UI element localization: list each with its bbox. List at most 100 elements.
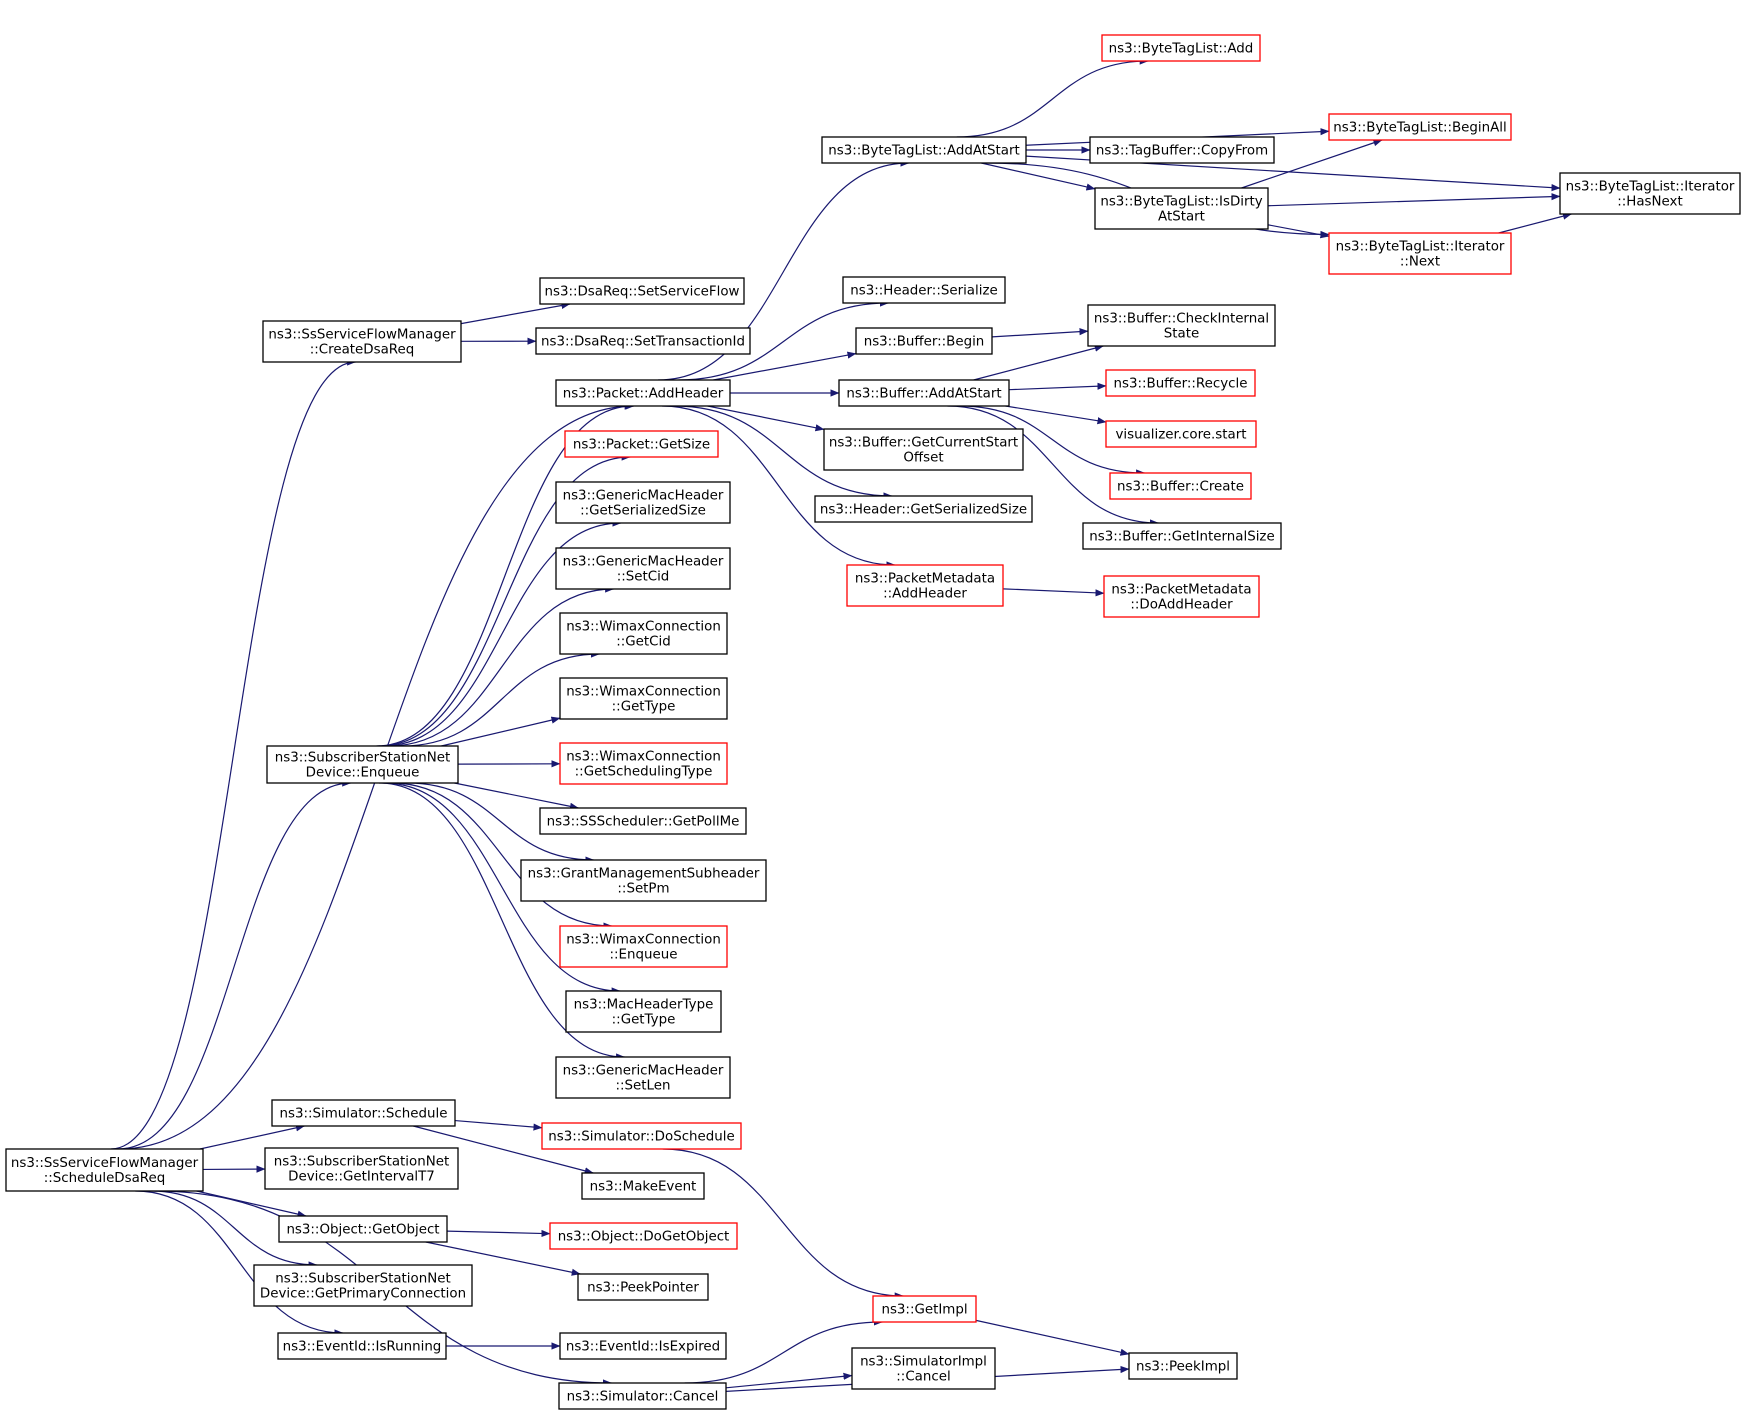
node-box[interactable]: [821, 136, 1027, 164]
node-box[interactable]: [1109, 472, 1252, 500]
node-box[interactable]: [1105, 369, 1256, 397]
node-box[interactable]: [1094, 187, 1269, 230]
node-box[interactable]: [1089, 136, 1275, 164]
node-wcEnqueue[interactable]: ns3::WimaxConnection::Enqueue: [559, 925, 728, 968]
node-doGetObject[interactable]: ns3::Object::DoGetObject: [549, 1222, 738, 1250]
node-box[interactable]: [559, 742, 728, 785]
node-addHeader[interactable]: ns3::Packet::AddHeader: [555, 379, 731, 407]
node-box[interactable]: [541, 1122, 742, 1150]
node-box[interactable]: [555, 1056, 731, 1099]
node-getSize[interactable]: ns3::Packet::GetSize: [564, 430, 719, 458]
node-createDsaReq[interactable]: ns3::SsServiceFlowManager::CreateDsaReq: [262, 320, 462, 363]
node-getIntervalT7[interactable]: ns3::SubscriberStationNetDevice::GetInte…: [264, 1147, 459, 1190]
node-box[interactable]: [846, 564, 1004, 607]
node-box[interactable]: [814, 495, 1033, 523]
node-box[interactable]: [555, 481, 731, 524]
node-bufAddAtStart[interactable]: ns3::Buffer::AddAtStart: [838, 379, 1010, 407]
node-btlIterNext[interactable]: ns3::ByteTagList::Iterator::Next: [1328, 232, 1512, 275]
node-bufBegin[interactable]: ns3::Buffer::Begin: [855, 327, 993, 355]
node-isRunning[interactable]: ns3::EventId::IsRunning: [277, 1332, 447, 1360]
node-box[interactable]: [1101, 34, 1261, 62]
node-box[interactable]: [277, 1332, 447, 1360]
node-box[interactable]: [565, 990, 722, 1033]
node-box[interactable]: [555, 379, 731, 407]
node-btlAdd[interactable]: ns3::ByteTagList::Add: [1101, 34, 1261, 62]
node-wcGetSchedulingType[interactable]: ns3::WimaxConnection::GetSchedulingType: [559, 742, 728, 785]
node-box[interactable]: [855, 327, 993, 355]
node-simImplCancel[interactable]: ns3::SimulatorImpl::Cancel: [851, 1347, 996, 1390]
node-getImpl[interactable]: ns3::GetImpl: [872, 1295, 977, 1323]
node-box[interactable]: [842, 276, 1006, 304]
node-box[interactable]: [1105, 420, 1257, 448]
node-simDoSchedule[interactable]: ns3::Simulator::DoSchedule: [541, 1122, 742, 1150]
node-ssGetPollMe[interactable]: ns3::SSScheduler::GetPollMe: [539, 807, 747, 835]
node-box[interactable]: [278, 1215, 448, 1243]
node-box[interactable]: [271, 1099, 456, 1127]
node-root[interactable]: ns3::SsServiceFlowManager::ScheduleDsaRe…: [5, 1148, 204, 1192]
node-mhtGetType[interactable]: ns3::MacHeaderType::GetType: [565, 990, 722, 1033]
node-box[interactable]: [838, 379, 1010, 407]
node-box[interactable]: [559, 925, 728, 968]
node-wcGetCid[interactable]: ns3::WimaxConnection::GetCid: [559, 612, 728, 655]
node-box[interactable]: [1087, 304, 1276, 347]
node-box[interactable]: [577, 1273, 709, 1301]
node-setTransactionId[interactable]: ns3::DsaReq::SetTransactionId: [535, 327, 751, 355]
node-bufCreate[interactable]: ns3::Buffer::Create: [1109, 472, 1252, 500]
node-box[interactable]: [1559, 172, 1741, 215]
node-gmhGetSerializedSize[interactable]: ns3::GenericMacHeader::GetSerializedSize: [555, 481, 731, 524]
node-box[interactable]: [564, 430, 719, 458]
node-box[interactable]: [555, 547, 731, 590]
node-getObject[interactable]: ns3::Object::GetObject: [278, 1215, 448, 1243]
node-btlBeginAll[interactable]: ns3::ByteTagList::BeginAll: [1328, 113, 1512, 141]
node-box[interactable]: [559, 677, 728, 720]
node-btlAddAtStart[interactable]: ns3::ByteTagList::AddAtStart: [821, 136, 1027, 164]
node-box[interactable]: [558, 1382, 727, 1410]
node-simCancel[interactable]: ns3::Simulator::Cancel: [558, 1382, 727, 1410]
node-box[interactable]: [1103, 575, 1260, 618]
node-gmhSetLen[interactable]: ns3::GenericMacHeader::SetLen: [555, 1056, 731, 1099]
node-box[interactable]: [581, 1172, 705, 1200]
node-peekPointer[interactable]: ns3::PeekPointer: [577, 1273, 709, 1301]
node-isExpired[interactable]: ns3::EventId::IsExpired: [559, 1332, 727, 1360]
node-bufRecycle[interactable]: ns3::Buffer::Recycle: [1105, 369, 1256, 397]
node-setServiceFlow[interactable]: ns3::DsaReq::SetServiceFlow: [539, 277, 745, 305]
node-vizStart[interactable]: visualizer.core.start: [1105, 420, 1257, 448]
node-box[interactable]: [872, 1295, 977, 1323]
node-tbCopyFrom[interactable]: ns3::TagBuffer::CopyFrom: [1089, 136, 1275, 164]
node-getPrimaryConnection[interactable]: ns3::SubscriberStationNetDevice::GetPrim…: [253, 1264, 473, 1307]
node-box[interactable]: [264, 1147, 459, 1190]
node-makeEvent[interactable]: ns3::MakeEvent: [581, 1172, 705, 1200]
node-box[interactable]: [1082, 522, 1282, 550]
node-gmhSetCid[interactable]: ns3::GenericMacHeader::SetCid: [555, 547, 731, 590]
node-box[interactable]: [559, 612, 728, 655]
node-simSchedule[interactable]: ns3::Simulator::Schedule: [271, 1099, 456, 1127]
node-pmDoAddHeader[interactable]: ns3::PacketMetadata::DoAddHeader: [1103, 575, 1260, 618]
node-box[interactable]: [520, 859, 767, 902]
node-box[interactable]: [559, 1332, 727, 1360]
node-peekImpl[interactable]: ns3::PeekImpl: [1128, 1352, 1238, 1380]
node-btlIterHasNext[interactable]: ns3::ByteTagList::Iterator::HasNext: [1559, 172, 1741, 215]
node-box[interactable]: [823, 428, 1024, 471]
node-gmsSetPm[interactable]: ns3::GrantManagementSubheader::SetPm: [520, 859, 767, 902]
node-box[interactable]: [5, 1148, 204, 1192]
node-box[interactable]: [535, 327, 751, 355]
node-headerSerialize[interactable]: ns3::Header::Serialize: [842, 276, 1006, 304]
node-box[interactable]: [1328, 113, 1512, 141]
node-box[interactable]: [549, 1222, 738, 1250]
node-bufGetInternalSize[interactable]: ns3::Buffer::GetInternalSize: [1082, 522, 1282, 550]
node-box[interactable]: [539, 807, 747, 835]
node-pmAddHeader[interactable]: ns3::PacketMetadata::AddHeader: [846, 564, 1004, 607]
node-wcGetType[interactable]: ns3::WimaxConnection::GetType: [559, 677, 728, 720]
node-headerGetSerializedSize[interactable]: ns3::Header::GetSerializedSize: [814, 495, 1033, 523]
node-box[interactable]: [851, 1347, 996, 1390]
node-box[interactable]: [1128, 1352, 1238, 1380]
node-box[interactable]: [253, 1264, 473, 1307]
node-box[interactable]: [266, 745, 459, 784]
node-box[interactable]: [539, 277, 745, 305]
node-box[interactable]: [1328, 232, 1512, 275]
node-box[interactable]: [262, 320, 462, 363]
